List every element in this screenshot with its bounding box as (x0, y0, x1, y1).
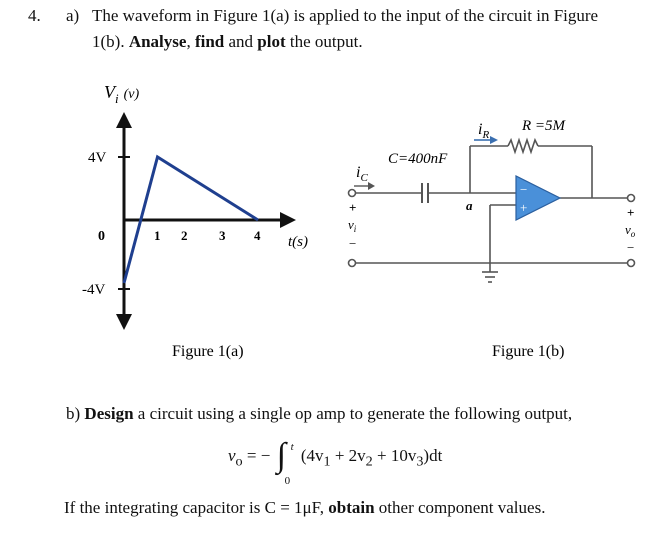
part-b-line2: If the integrating capacitor is C = 1μF,… (64, 498, 545, 518)
part-b-line1-rest: a circuit using a single op amp to gener… (133, 404, 573, 423)
obtain-word: obtain (328, 498, 375, 517)
ir-arrow-head (490, 136, 498, 144)
lower-limit: 0 (284, 475, 291, 487)
and-word: and (224, 32, 258, 51)
upper-limit: t (290, 441, 294, 453)
y-axis-arrow-top (116, 112, 132, 128)
opamp-plus: + (520, 200, 527, 215)
figure-1a-caption: Figure 1(a) (172, 343, 244, 360)
xtick-3: 3 (219, 228, 226, 243)
output-terminal-bottom (626, 258, 636, 268)
formula-end: )dt (423, 446, 443, 465)
design-word: Design (84, 404, 134, 423)
node-a-label: a (466, 198, 473, 213)
resistor-label: R =5M (521, 118, 567, 134)
question-number: 4. (28, 6, 41, 25)
vout-plus: + (627, 205, 634, 220)
sub-1: 1 (323, 453, 331, 470)
formula-eq: = − (242, 446, 271, 465)
input-terminal-bottom (347, 258, 357, 268)
part-b-line1: b) Design a circuit using a single op am… (66, 404, 572, 424)
figure-1b-caption: Figure 1(b) (492, 343, 564, 360)
plot-word: plot (257, 32, 286, 51)
y-axis-arrow-bottom (116, 314, 132, 330)
part-b-line2-start: If the integrating capacitor is C = 1μF, (64, 498, 329, 517)
find-word: find (194, 32, 225, 51)
part-a-line1: The waveform in Figure 1(a) is applied t… (92, 6, 599, 25)
ytick-neg4v: -4V (82, 282, 105, 298)
formula-integrand-1: (4v (300, 446, 324, 465)
formula-integrand-2: + 2v (330, 446, 366, 465)
vin-minus: − (349, 236, 356, 251)
xtick-4: 4 (254, 228, 261, 243)
sub-2: 2 (365, 453, 373, 470)
xtick-1: 1 (154, 228, 161, 243)
part-a-line2-start: 1(b). (92, 32, 129, 51)
integral-formula: vo = − ∫ t 0 (4v1 + 2v2 + 10v3)dt (228, 437, 443, 487)
vin-label: vi (348, 217, 357, 234)
resistor (507, 137, 539, 155)
input-terminal-top (347, 188, 357, 198)
part-a-line2-end: the output. (285, 32, 363, 51)
part-a-line2: 1(b). Analyse, find and plot the output. (92, 32, 363, 52)
part-b-label: b) (66, 404, 81, 423)
ytick-4v: 4V (88, 150, 107, 166)
ir-label: iR (478, 121, 489, 141)
analyse-word: Analyse (128, 32, 187, 51)
capacitor-label: C=400nF (388, 151, 448, 167)
vout-label: vo (625, 222, 636, 239)
comma: , (186, 32, 195, 51)
x-axis-label: t(s) (288, 234, 308, 250)
part-b-line2-end: other component values. (374, 498, 546, 517)
formula-integrand-3: + 10v (372, 446, 417, 465)
waveform-line (122, 154, 259, 284)
sub-3: 3 (416, 453, 424, 470)
formula-lhs: v (228, 446, 236, 465)
formula-lhs-sub: o (235, 453, 243, 470)
ic-label: iC (356, 164, 368, 184)
ytick-0: 0 (98, 229, 105, 244)
part-a-label: a) (66, 6, 80, 25)
ic-arrow-head (368, 182, 375, 190)
xtick-2: 2 (181, 228, 188, 243)
output-terminal-top (626, 193, 636, 203)
vout-minus: − (627, 240, 634, 255)
vin-plus: + (349, 200, 356, 215)
y-axis-label: Vi(v) (104, 82, 140, 106)
x-axis-arrow (280, 212, 296, 228)
op-amp (515, 175, 562, 221)
opamp-minus: − (520, 182, 527, 197)
